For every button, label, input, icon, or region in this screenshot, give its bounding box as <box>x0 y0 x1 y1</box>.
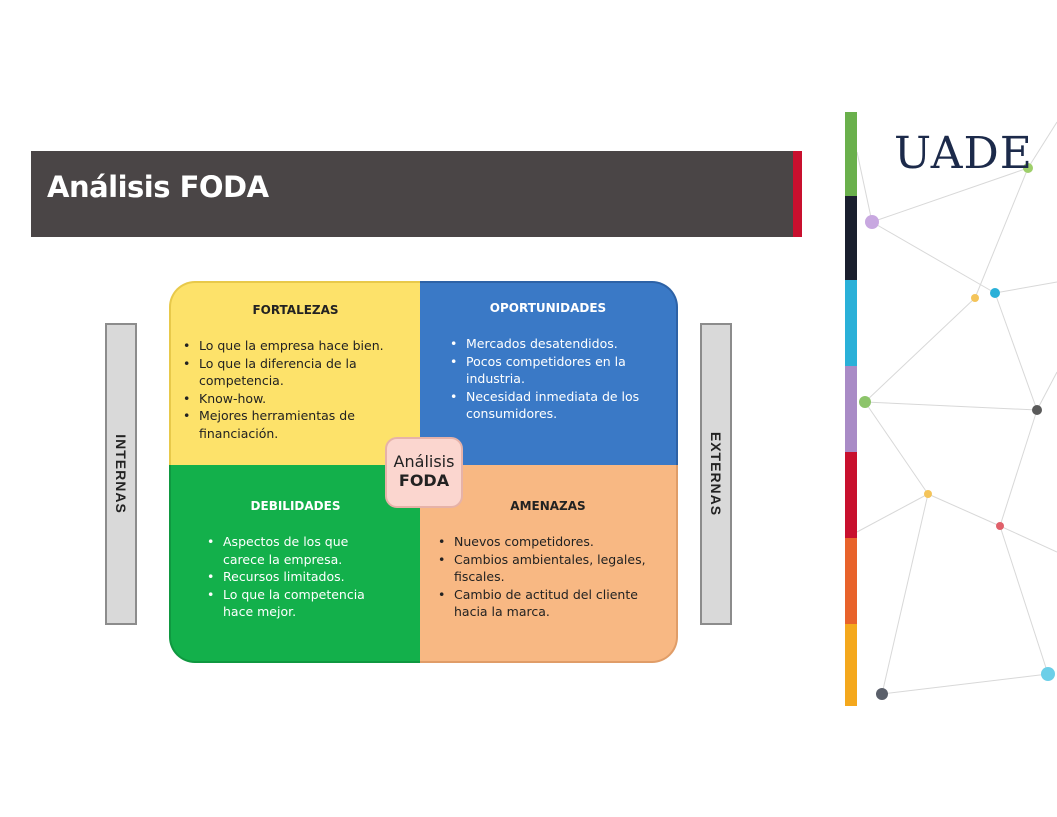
node-dot <box>990 288 1000 298</box>
stripe-cyan <box>845 280 857 366</box>
list-item: Nuevos competidores. <box>436 533 646 551</box>
amenazas-quadrant: AMENAZAS Nuevos competidores. Cambios am… <box>420 465 678 663</box>
fortalezas-heading: FORTALEZAS <box>252 303 339 317</box>
node-dot <box>865 215 879 229</box>
amenazas-list: Nuevos competidores. Cambios ambientales… <box>436 533 646 621</box>
fortalezas-quadrant: FORTALEZAS Lo que la empresa hace bien. … <box>169 281 420 465</box>
list-item: Mejores herramientas de financiación. <box>181 407 396 442</box>
fortalezas-list: Lo que la empresa hace bien. Lo que la d… <box>181 337 396 442</box>
slide-title: Análisis FODA <box>47 170 269 204</box>
list-item: Cambio de actitud del cliente hacia la m… <box>436 586 646 621</box>
stripe-purple <box>845 366 857 452</box>
debilidades-list: Aspectos de los que carece la empresa. R… <box>205 533 385 621</box>
list-item: Lo que la diferencia de la competencia. <box>181 355 396 390</box>
oportunidades-list: Mercados desatendidos. Pocos competidore… <box>448 335 648 423</box>
node-dot <box>859 396 871 408</box>
center-foda-box: Análisis FODA <box>385 437 463 508</box>
stripe-red <box>845 452 857 538</box>
list-item: Necesidad inmediata de los consumidores. <box>448 388 648 423</box>
externas-text: EXTERNAS <box>708 431 724 517</box>
title-banner <box>31 151 793 237</box>
internas-label: INTERNAS <box>105 323 137 625</box>
amenazas-heading: AMENAZAS <box>510 499 586 513</box>
oportunidades-quadrant: OPORTUNIDADES Mercados desatendidos. Poc… <box>420 281 678 465</box>
stripe-orange <box>845 538 857 624</box>
node-dot <box>996 522 1004 530</box>
uade-logo: UADE <box>894 128 1033 179</box>
stripe-yellow <box>845 624 857 706</box>
oportunidades-heading: OPORTUNIDADES <box>489 301 607 315</box>
stripe-navy <box>845 196 857 280</box>
list-item: Pocos competidores en la industria. <box>448 353 648 388</box>
node-dot <box>1023 163 1033 173</box>
list-item: Aspectos de los que carece la empresa. <box>205 533 385 568</box>
title-accent-bar <box>793 151 802 237</box>
network-decoration <box>857 121 1057 700</box>
list-item: Mercados desatendidos. <box>448 335 648 353</box>
debilidades-heading: DEBILIDADES <box>250 499 341 513</box>
node-dot <box>1032 405 1042 415</box>
list-item: Recursos limitados. <box>205 568 385 586</box>
node-dot <box>876 688 888 700</box>
debilidades-quadrant: DEBILIDADES Aspectos de los que carece l… <box>169 465 420 663</box>
center-line2: FODA <box>398 471 450 490</box>
stripe-green <box>845 112 857 196</box>
node-dot <box>924 490 932 498</box>
list-item: Lo que la empresa hace bien. <box>181 337 396 355</box>
list-item: Lo que la competencia hace mejor. <box>205 586 385 621</box>
center-line1: Análisis <box>393 452 455 471</box>
list-item: Know-how. <box>181 390 396 408</box>
externas-label: EXTERNAS <box>700 323 732 625</box>
node-dot <box>1041 667 1055 681</box>
node-dot <box>971 294 979 302</box>
list-item: Cambios ambientales, legales, fiscales. <box>436 551 646 586</box>
internas-text: INTERNAS <box>113 434 129 514</box>
